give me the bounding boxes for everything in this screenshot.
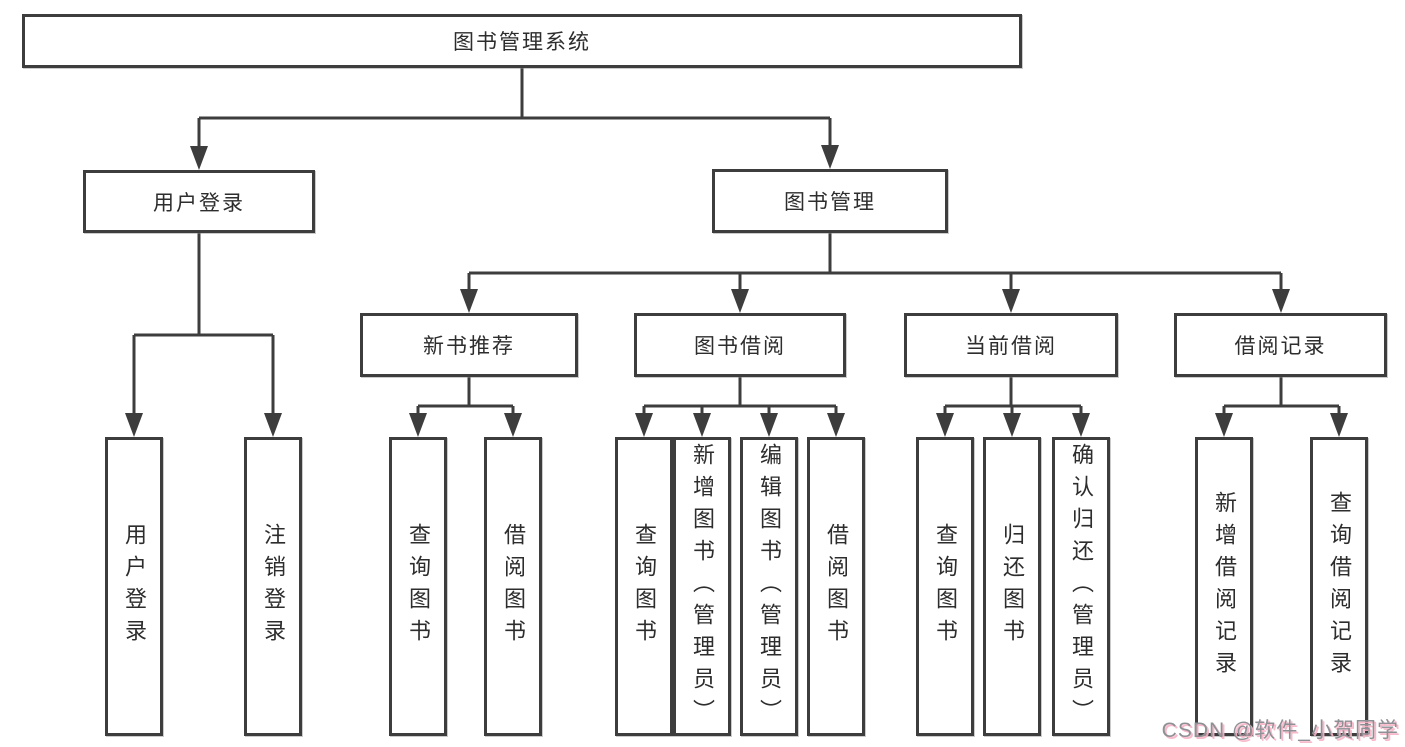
leaf-borrow-book-2-label: 借阅图书	[824, 522, 849, 651]
node-book-borrow-label: 图书借阅	[694, 335, 786, 358]
leaf-logout-label: 注销登录	[261, 522, 286, 651]
node-borrow-record-label: 借阅记录	[1234, 335, 1327, 358]
node-book-borrow: 图书借阅	[634, 313, 846, 377]
leaf-borrow-book-1-label: 借阅图书	[501, 522, 526, 651]
leaf-return-book-label: 归还图书	[1000, 522, 1025, 651]
leaf-return-book: 归还图书	[983, 437, 1041, 736]
node-current-borrow: 当前借阅	[904, 313, 1118, 377]
node-book-management: 图书管理	[712, 169, 948, 233]
node-new-book-recommend-label: 新书推荐	[423, 335, 515, 358]
leaf-query-book-2: 查询图书	[615, 437, 673, 736]
csdn-watermark: CSDN @软件_小贺同学	[1161, 719, 1399, 742]
leaf-add-borrow-record-label: 新增借阅记录	[1212, 490, 1237, 683]
node-book-management-label: 图书管理	[784, 191, 876, 214]
node-borrow-record: 借阅记录	[1174, 313, 1387, 377]
leaf-edit-book-admin-label: 编辑图书（管理员）	[757, 442, 782, 731]
leaf-add-book-admin-label: 新增图书（管理员）	[690, 442, 715, 731]
node-root: 图书管理系统	[22, 14, 1022, 68]
node-current-borrow-label: 当前借阅	[965, 335, 1057, 358]
leaf-borrow-book-1: 借阅图书	[484, 437, 542, 736]
leaf-user-login-label: 用户登录	[122, 522, 147, 651]
leaf-add-book-admin: 新增图书（管理员）	[673, 437, 731, 736]
leaf-user-login: 用户登录	[105, 437, 163, 736]
leaf-edit-book-admin: 编辑图书（管理员）	[740, 437, 798, 736]
node-root-label: 图书管理系统	[453, 31, 591, 54]
leaf-logout: 注销登录	[244, 437, 302, 736]
leaf-confirm-return-admin: 确认归还（管理员）	[1052, 437, 1110, 736]
node-user-login-label: 用户登录	[153, 191, 245, 215]
leaf-add-borrow-record: 新增借阅记录	[1195, 437, 1253, 736]
leaf-query-book-3: 查询图书	[916, 437, 974, 736]
node-new-book-recommend: 新书推荐	[360, 313, 578, 377]
leaf-query-borrow-record-label: 查询借阅记录	[1327, 490, 1352, 683]
leaf-query-book-2-label: 查询图书	[632, 522, 657, 651]
leaf-query-book-1-label: 查询图书	[406, 522, 431, 651]
leaf-query-book-1: 查询图书	[389, 437, 447, 736]
leaf-query-book-3-label: 查询图书	[933, 522, 958, 651]
leaf-borrow-book-2: 借阅图书	[807, 437, 865, 736]
leaf-confirm-return-admin-label: 确认归还（管理员）	[1069, 442, 1094, 731]
leaf-query-borrow-record: 查询借阅记录	[1310, 437, 1368, 736]
node-user-login: 用户登录	[83, 170, 315, 233]
